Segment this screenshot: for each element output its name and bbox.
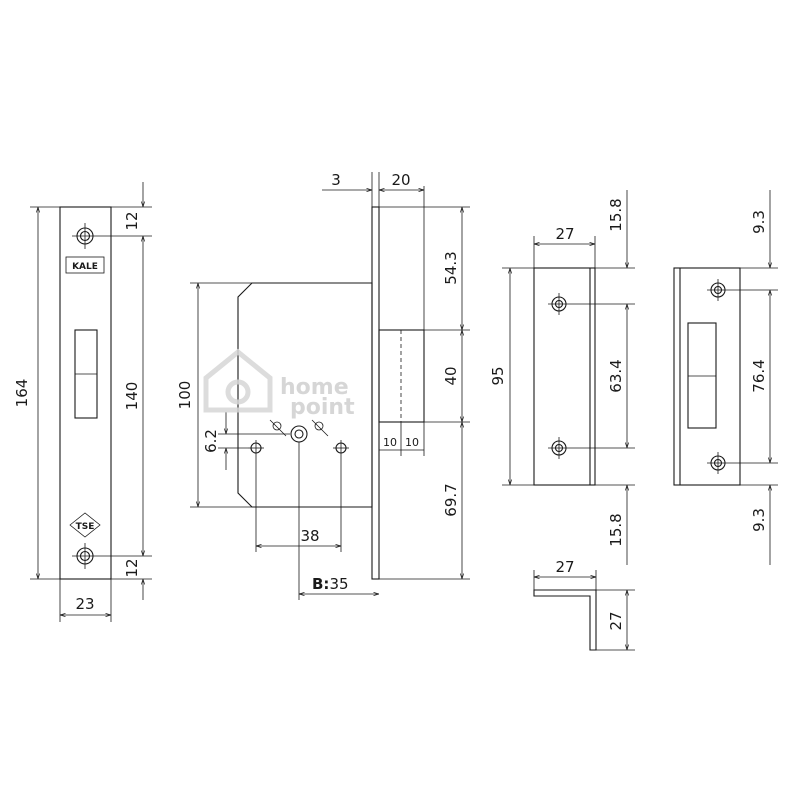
dim-backset-value: 35 (329, 575, 348, 593)
dim-box-middle: 76.4 (750, 359, 768, 392)
faceplate-screw-hole-top (72, 223, 98, 249)
lock-faceplate-side (371, 206, 380, 580)
dim-faceplate-middle: 140 (123, 382, 141, 411)
dim-hole-offset: 6.2 (202, 429, 220, 453)
lock-body-view: 3 20 54.3 40 69.7 10 10 100 6.2 (176, 171, 470, 600)
dim-bracket-height: 27 (607, 611, 625, 630)
faceplate-outline (59, 206, 112, 580)
faceplate-screw-hole-bottom (72, 543, 98, 569)
angle-bracket-view: 27 27 (533, 558, 635, 651)
dim-strike-bottom: 15.8 (607, 513, 625, 546)
strike-screw-hole-top (548, 293, 570, 315)
strike-plate-view: 27 95 15.8 63.4 15.8 (489, 190, 635, 565)
dim-bolt-width-1: 10 (383, 436, 397, 449)
strike-box-screw-hole-bottom (707, 452, 729, 474)
dim-strike-middle: 63.4 (607, 359, 625, 392)
dim-backset: B:35 (312, 575, 349, 593)
dim-faceplate-height: 164 (13, 379, 31, 408)
kale-logo: KALE (65, 256, 105, 274)
dim-bolt-width-2: 10 (405, 436, 419, 449)
strike-box-slot (687, 322, 717, 429)
spindle-hole (290, 425, 308, 443)
dead-bolt (378, 329, 425, 423)
tse-logo-text: TSE (76, 522, 95, 532)
watermark-text-2: point (290, 395, 355, 420)
faceplate-bolt-slot (74, 329, 98, 419)
strike-box-outline (673, 267, 741, 486)
dim-bolt-depth: 20 (391, 171, 410, 189)
strike-screw-hole-bottom (548, 437, 570, 459)
dim-body-top: 54.3 (442, 251, 460, 284)
dim-bolt-height: 40 (442, 366, 460, 385)
dim-body-bottom: 69.7 (442, 483, 460, 516)
strike-box-view: 9.3 76.4 9.3 (673, 190, 778, 565)
dim-bracket-width: 27 (555, 558, 574, 576)
kale-logo-text: KALE (72, 262, 98, 272)
strike-box-screw-hole-top (707, 279, 729, 301)
dim-backset-prefix: B: (312, 575, 329, 593)
dim-faceplate-bottom: 12 (123, 558, 141, 577)
angle-bracket-profile (533, 589, 597, 651)
faceplate-view: KALE TSE 164 12 140 12 (13, 182, 152, 622)
house-icon (203, 348, 273, 413)
homepoint-watermark: home point (203, 348, 355, 420)
watermark-text-1: home (280, 375, 349, 400)
dim-strike-top: 15.8 (607, 198, 625, 231)
cylinder-holes (248, 419, 349, 456)
dim-faceplate-top: 12 (123, 211, 141, 230)
dim-box-top: 9.3 (750, 210, 768, 234)
dim-strike-width: 27 (555, 225, 574, 243)
dim-box-bottom: 9.3 (750, 508, 768, 532)
dim-strike-height: 95 (489, 366, 507, 385)
dim-faceplate-width: 23 (75, 595, 94, 613)
strike-plate-outline (533, 267, 596, 486)
tse-logo: TSE (69, 512, 101, 538)
dim-plate-thickness: 3 (331, 171, 341, 189)
dim-body-height: 100 (176, 381, 194, 410)
dim-hole-spacing: 38 (300, 527, 319, 545)
